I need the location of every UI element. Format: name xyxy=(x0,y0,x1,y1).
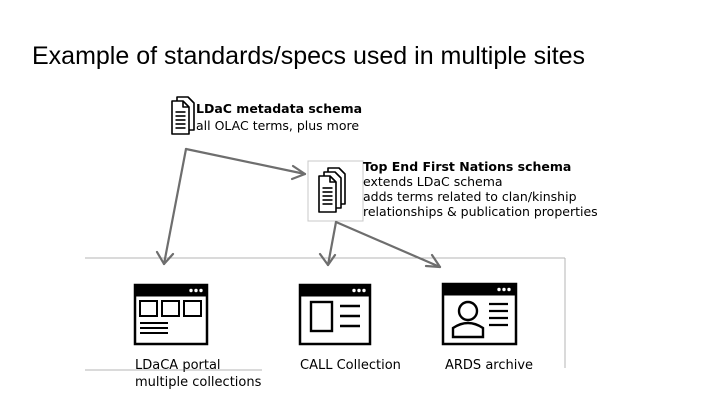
site-label-ldaca-portal: LDaCA portal multiple collections xyxy=(135,357,261,391)
top-end-schema-line: adds terms related to clan/kinship xyxy=(363,189,577,204)
ldac-schema-title: LDaC metadata schema xyxy=(196,101,363,116)
site-label-line: CALL Collection xyxy=(300,358,401,373)
browser-grid-icon xyxy=(133,283,209,346)
top-end-schema-line: extends LDaC schema xyxy=(363,174,503,189)
site-label-line: multiple collections xyxy=(135,375,262,390)
slide-title: Example of standards/specs used in multi… xyxy=(32,42,586,70)
browser-profile-icon xyxy=(441,282,518,346)
top-end-schema-title: Top End First Nations schema xyxy=(363,159,572,174)
site-label-ards-archive: ARDS archive xyxy=(445,357,533,374)
arrow-ldac-to-portal xyxy=(155,147,188,266)
arrow-ldac-to-top-end xyxy=(184,147,307,181)
ldac-schema-text: LDaC metadata schema all OLAC terms, plu… xyxy=(196,101,362,133)
arrows xyxy=(155,147,442,269)
site-label-call-collection: CALL Collection xyxy=(300,357,401,374)
ldac-documents-icon xyxy=(171,96,195,135)
browser-list-icon xyxy=(298,283,372,346)
top-end-schema-text: Top End First Nations schema extends LDa… xyxy=(363,159,598,219)
top-end-documents-icon xyxy=(307,160,364,222)
site-label-line: LDaCA portal xyxy=(135,358,221,373)
site-label-line: ARDS archive xyxy=(445,358,534,373)
arrow-top-end-to-ards xyxy=(334,220,442,269)
arrow-top-end-to-call xyxy=(318,220,338,267)
top-end-schema-line: relationships & publication properties xyxy=(363,204,598,219)
ldac-schema-description: all OLAC terms, plus more xyxy=(196,118,360,133)
